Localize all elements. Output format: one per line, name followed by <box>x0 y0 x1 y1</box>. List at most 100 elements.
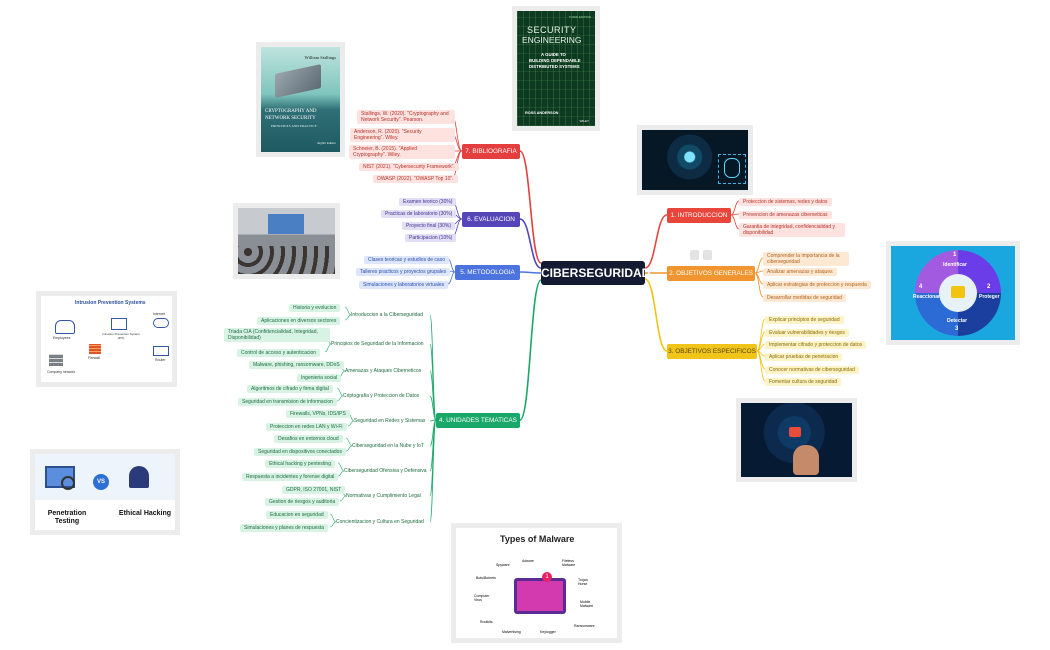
objgen-item[interactable]: Comprender la importancia de la ciberseg… <box>763 252 849 266</box>
unidad-subitem[interactable]: Control de acceso y autenticacion <box>237 349 321 357</box>
branch-evaluacion[interactable]: 6. EVALUACION <box>462 212 520 227</box>
unidad-subitem[interactable]: GDPR, ISO 27001, NIST <box>282 486 346 494</box>
objesp-item[interactable]: Implementar cifrado y proteccion de dato… <box>765 341 867 349</box>
connector-line <box>337 462 345 472</box>
unidad-subitem[interactable]: Firewalls, VPNs, IDS/IPS <box>286 410 350 418</box>
cycle-num-2: 2 <box>987 284 991 290</box>
objgen-item[interactable]: Desarrollar medidas de seguridad <box>763 294 847 302</box>
branch-unidades-tematicas[interactable]: 4. UNIDADES TEMATICAS <box>436 413 520 428</box>
malware-item: Trojan Horse <box>578 578 588 586</box>
unidad-subitem[interactable]: Seguridad en dispositivos conectados <box>254 448 346 456</box>
branch-metodologia[interactable]: 5. METODOLOGIA <box>455 265 520 280</box>
malware-item: Spyware <box>496 563 510 567</box>
internet-label: Internet <box>153 312 165 316</box>
unidad-topic[interactable]: Normativas y Cumplimiento Legal <box>346 493 421 499</box>
objgen-item[interactable]: Analizar amenazas y ataques <box>763 268 837 276</box>
pentest-vs-ethical-hacking-image: VS Penetration Testing Ethical Hacking <box>30 449 180 535</box>
connector-line <box>730 214 740 230</box>
bibliografia-item[interactable]: Stallings, W. (2020). "Cryptography and … <box>357 110 455 124</box>
malware-item: Rootkits <box>480 620 493 624</box>
branch-introduccion[interactable]: 1. INTRODUCCION <box>667 208 731 223</box>
unidad-subitem[interactable]: Respuesta a incidentes y forense digital <box>242 473 339 481</box>
connector-line <box>429 370 437 421</box>
unidad-subitem[interactable]: Educacion en seguridad <box>266 511 328 519</box>
connector-line <box>519 150 542 264</box>
objgen-item[interactable]: Aplicar estrategias de proteccion y resp… <box>763 281 871 289</box>
branch-objetivos-generales[interactable]: 2. OBJETIVOS GENERALES <box>667 266 755 281</box>
padlock-icon <box>789 427 801 437</box>
projector-screen <box>268 214 304 234</box>
hand-shape <box>793 445 819 475</box>
connector-line <box>329 513 337 523</box>
connector-line <box>644 214 668 269</box>
bibliografia-item[interactable]: Anderson, R. (2020). "Security Engineeri… <box>350 128 455 142</box>
malware-badge: 1 <box>542 572 552 582</box>
cycle-identificar: Identificar <box>943 262 967 268</box>
book-title-line1: CRYPTOGRAPHY AND <box>265 109 317 114</box>
unidad-subitem[interactable]: Algoritmos de cifrado y firma digital <box>247 385 333 393</box>
book-edition: THIRD EDITION <box>568 15 591 19</box>
evaluacion-item[interactable]: Participacion (10%) <box>405 234 457 242</box>
unidad-topic[interactable]: Seguridad en Redes y Sistemas <box>354 418 426 424</box>
unidad-subitem[interactable]: Triada CIA (Confidencialidad, Integridad… <box>224 328 330 342</box>
connector-line <box>345 437 353 447</box>
intro-item[interactable]: Proteccion de sistemas, redes y datos <box>739 198 832 206</box>
connector-line <box>337 470 345 477</box>
objesp-item[interactable]: Evaluar vulnerabilidades y riesgos <box>765 329 849 337</box>
connector-line <box>336 387 344 397</box>
unidad-subitem[interactable]: Historia y evolucion <box>289 304 341 312</box>
unidad-subitem[interactable]: Malware, phishing, ransomware, DDoS <box>249 361 344 369</box>
unidad-topic[interactable]: Principios de Seguridad de la Informacio… <box>331 341 424 347</box>
malware-item: Malvertising <box>502 630 521 634</box>
unidad-topic[interactable]: Introduccion a la Ciberseguridad <box>351 312 423 318</box>
placeholder-tile <box>690 250 699 260</box>
branch-bibliografia[interactable]: 7. BIBLIOGRAFIA <box>462 144 520 159</box>
cycle-detectar: Detectar <box>947 318 968 324</box>
central-topic[interactable]: CIBERSEGURIDAD <box>541 261 650 285</box>
malware-item: Bots/Botnets <box>476 576 496 580</box>
bibliografia-item[interactable]: NIST (2021). "Cybersecurity Framework". <box>359 163 459 171</box>
ips-diagram: Intrusion Prevention Systems Employees F… <box>36 291 177 387</box>
objesp-item[interactable]: Explicar principios de seguridad <box>765 316 844 324</box>
unidad-topic[interactable]: Concientizacion y Cultura en Seguridad <box>336 519 424 525</box>
evaluacion-item[interactable]: Examen teorico (30%) <box>399 198 457 206</box>
bibliografia-item[interactable]: OWASP (2022). "OWASP Top 10". <box>373 175 458 183</box>
metodologia-item[interactable]: Clases teoricas y estudios de caso <box>364 256 449 264</box>
unidad-subitem[interactable]: Proteccion en redes LAN y Wi-Fi <box>266 423 347 431</box>
evaluacion-item[interactable]: Proyecto final (30%) <box>402 222 456 230</box>
unidad-topic[interactable]: Criptografia y Proteccion de Datos <box>343 393 420 399</box>
unidad-subitem[interactable]: Simulaciones y planes de respuesta <box>240 524 329 532</box>
connector-line <box>519 218 542 269</box>
connector-line <box>345 445 353 452</box>
unidad-subitem[interactable]: Aplicaciones en diversos sectores <box>257 317 341 325</box>
intro-item[interactable]: Prevencion de amenazas ciberneticas <box>739 211 832 219</box>
cryptography-book-cover: William Stallings CRYPTOGRAPHY AND NETWO… <box>256 42 345 157</box>
evaluacion-item[interactable]: Practicas de laboratorio (30%) <box>381 210 457 218</box>
unidad-topic[interactable]: Ciberseguridad Ofensiva y Defensiva <box>344 468 427 474</box>
security-engineering-book-cover: THIRD EDITION SECURITY ENGINEERING A GUI… <box>512 6 600 131</box>
objesp-item[interactable]: Aplicar pruebas de penetracion <box>765 353 843 361</box>
cycle-num-1: 1 <box>953 252 957 258</box>
book-subtitle-line1: A GUIDE TO <box>541 52 566 57</box>
unidad-subitem[interactable]: Gestion de riesgos y auditoria <box>265 498 340 506</box>
bibliografia-item[interactable]: Schneier, B. (2015). "Applied Cryptograp… <box>349 145 455 159</box>
unidad-subitem[interactable]: Seguridad en transmision de informacion <box>238 398 337 406</box>
unidad-subitem[interactable]: Desafios en entornos cloud <box>274 435 343 443</box>
connector-line <box>329 521 337 528</box>
metodologia-item[interactable]: Simulaciones y laboratorios virtuales <box>359 281 449 289</box>
firewall-icon <box>89 344 101 354</box>
unidad-subitem[interactable]: Ethical hacking y pentesting <box>265 460 335 468</box>
branch-objetivos-especificos[interactable]: 3. OBJETIVOS ESPECIFICOS <box>667 344 757 359</box>
unidad-subitem[interactable]: Ingenieria social <box>297 374 342 382</box>
metodologia-item[interactable]: Talleres practicos y proyectos grupales <box>356 268 451 276</box>
objesp-item[interactable]: Conocer normativas de ciberseguridad <box>765 366 859 374</box>
unidad-topic[interactable]: Amenazas y Ataques Ciberneticos <box>345 368 422 374</box>
book-author: William Stallings <box>304 55 336 60</box>
objesp-item[interactable]: Fomentar cultura de seguridad <box>765 378 842 386</box>
unidad-topic[interactable]: Ciberseguridad en la Nube y IoT <box>352 443 424 449</box>
book-title-line2: NETWORK SECURITY <box>265 116 316 121</box>
placeholder-tile <box>703 250 712 260</box>
company-label: Company network <box>47 370 76 374</box>
connector-line <box>336 395 344 402</box>
intro-item[interactable]: Garantia de integridad, confidencialidad… <box>739 223 845 237</box>
